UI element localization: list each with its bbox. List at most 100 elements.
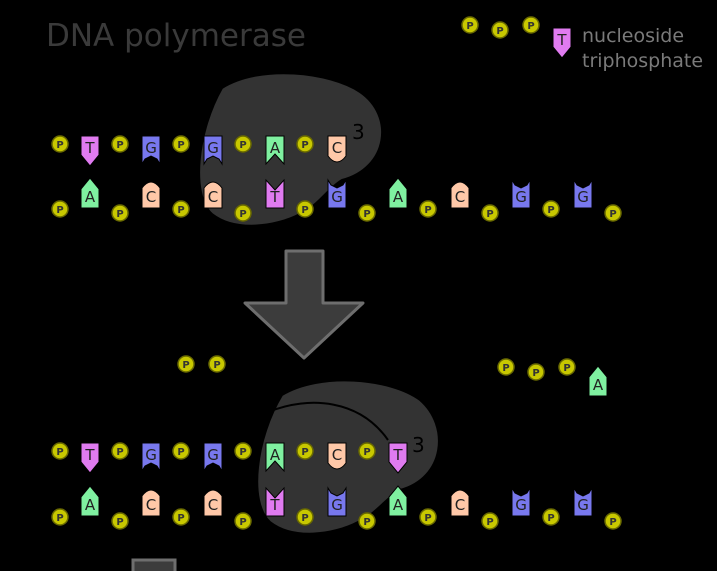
phosphate-letter: P bbox=[177, 205, 184, 216]
base-shape bbox=[265, 486, 285, 517]
phosphate-letter: P bbox=[239, 517, 246, 528]
phosphate-letter: P bbox=[239, 209, 246, 220]
stage2-bottom-base-C: C bbox=[203, 489, 223, 517]
stage2-bottom-phosphate: P bbox=[358, 512, 376, 530]
phosphate-circle bbox=[481, 204, 499, 222]
incoming-phosphate: P bbox=[497, 358, 515, 376]
stage1-top-base-G: G bbox=[203, 135, 223, 166]
phosphate-letter: P bbox=[496, 26, 503, 37]
phosphate-letter: P bbox=[56, 205, 63, 216]
base-shape bbox=[203, 181, 223, 209]
stage2-top-phosphate: P bbox=[358, 442, 376, 460]
base-letter: C bbox=[455, 496, 465, 514]
stage2-bottom-base-A: A bbox=[388, 485, 408, 517]
polymerase-enzyme-2: 3 bbox=[256, 379, 440, 535]
incoming-phosphate: P bbox=[558, 358, 576, 376]
phosphate-circle bbox=[558, 358, 576, 376]
base-letter: G bbox=[577, 188, 589, 206]
base-shape bbox=[327, 135, 347, 163]
stage1-bottom-phosphate: P bbox=[296, 200, 314, 218]
stage1-bottom-base-C: C bbox=[450, 181, 470, 209]
stage2-bottom-phosphate: P bbox=[172, 508, 190, 526]
base-letter: G bbox=[577, 496, 589, 514]
legend-phosphate: P bbox=[461, 16, 479, 34]
phosphate-letter: P bbox=[609, 209, 616, 220]
base-shape bbox=[388, 442, 408, 474]
stage1-bottom-base-G: G bbox=[327, 178, 347, 209]
phosphate-letter: P bbox=[177, 140, 184, 151]
stage2-bottom-base-C: C bbox=[141, 489, 161, 517]
phosphate-letter: P bbox=[486, 517, 493, 528]
base-shape bbox=[511, 178, 531, 209]
stage2-top-base-G: G bbox=[203, 442, 223, 473]
base-letter: A bbox=[270, 139, 281, 157]
stage1-top-base-G: G bbox=[141, 135, 161, 166]
stage1-bottom-phosphate: P bbox=[172, 200, 190, 218]
phosphate-circle bbox=[234, 204, 252, 222]
legend-label-line2: triphosphate bbox=[582, 50, 703, 72]
base-letter: G bbox=[331, 496, 343, 514]
base-letter: G bbox=[515, 496, 527, 514]
phosphate-letter: P bbox=[532, 368, 539, 379]
base-shape bbox=[388, 177, 408, 209]
phosphate-letter: P bbox=[213, 360, 220, 371]
base-letter: C bbox=[146, 188, 156, 206]
phosphate-letter: P bbox=[502, 363, 509, 374]
phosphate-letter: P bbox=[239, 447, 246, 458]
base-letter: G bbox=[331, 188, 343, 206]
phosphate-circle bbox=[419, 508, 437, 526]
phosphate-letter: P bbox=[466, 21, 473, 32]
stage1-top-phosphate: P bbox=[51, 135, 69, 153]
stage1-bottom-base-A: A bbox=[80, 177, 100, 209]
phosphate-circle bbox=[172, 442, 190, 460]
base-shape bbox=[80, 442, 100, 474]
phosphate-letter: P bbox=[56, 447, 63, 458]
base-shape bbox=[141, 489, 161, 517]
legend-ntp-icon: T bbox=[552, 27, 572, 59]
phosphate-circle bbox=[111, 204, 129, 222]
base-letter: C bbox=[455, 188, 465, 206]
base-letter: C bbox=[332, 139, 342, 157]
phosphate-circle bbox=[542, 200, 560, 218]
phosphate-letter: P bbox=[563, 363, 570, 374]
phosphate-letter: P bbox=[547, 513, 554, 524]
down-arrow-1 bbox=[243, 249, 365, 360]
base-shape bbox=[203, 135, 223, 166]
phosphate-circle bbox=[296, 508, 314, 526]
stage1-top-base-C: C bbox=[327, 135, 347, 163]
phosphate-circle bbox=[51, 135, 69, 153]
base-shape bbox=[80, 177, 100, 209]
phosphate-letter: P bbox=[424, 513, 431, 524]
phosphate-letter: P bbox=[56, 140, 63, 151]
stage1-bottom-phosphate: P bbox=[604, 204, 622, 222]
base-letter: T bbox=[269, 496, 280, 514]
incoming-phosphate: P bbox=[527, 363, 545, 381]
stage1-top-phosphate: P bbox=[172, 135, 190, 153]
base-letter: C bbox=[146, 496, 156, 514]
phosphate-letter: P bbox=[301, 140, 308, 151]
base-letter: G bbox=[145, 446, 157, 464]
base-letter: A bbox=[85, 496, 96, 514]
stage1-bottom-base-A: A bbox=[388, 177, 408, 209]
phosphate-circle bbox=[51, 442, 69, 460]
stage2-top-phosphate: P bbox=[51, 442, 69, 460]
base-letter: C bbox=[208, 188, 218, 206]
stage1-bottom-phosphate: P bbox=[111, 204, 129, 222]
phosphate-circle bbox=[527, 363, 545, 381]
stage2-bottom-phosphate: P bbox=[542, 508, 560, 526]
incoming-nucleotide: A bbox=[588, 365, 608, 397]
enzyme-3-prime-label-1: 3 bbox=[352, 120, 365, 144]
base-letter: A bbox=[393, 496, 404, 514]
stage2-top-base-G: G bbox=[141, 442, 161, 473]
diagram-title: DNA polymerase bbox=[46, 18, 306, 54]
base-shape bbox=[552, 27, 572, 59]
phosphate-circle bbox=[296, 442, 314, 460]
phosphate-circle bbox=[234, 442, 252, 460]
base-letter: T bbox=[84, 446, 95, 464]
stage2-top-base-C: C bbox=[327, 442, 347, 470]
legend: nucleoside triphosphate bbox=[582, 25, 703, 72]
